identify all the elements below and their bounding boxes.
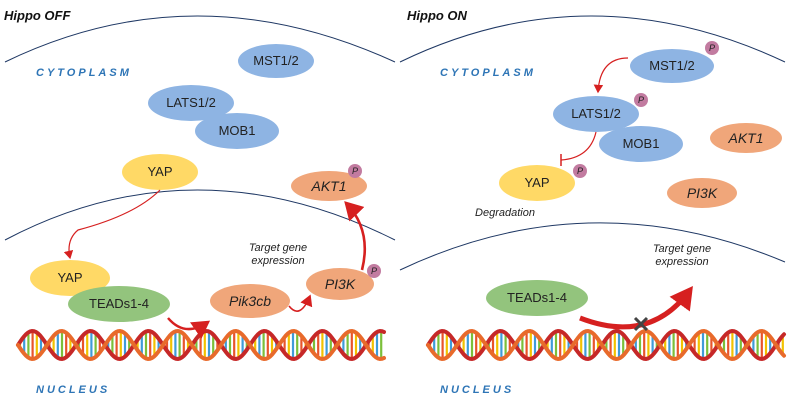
right-yap-node: YAP [499, 165, 575, 201]
left-nuclear-membrane [4, 189, 396, 241]
right-lats-inhibits-yap [560, 131, 597, 161]
left-pik3cb-label: Pik3cb [229, 293, 271, 309]
left-pi3k-phospho-icon: P [367, 264, 381, 278]
right-lats-node: LATS1/2 [553, 96, 639, 132]
left-target-gene-line1: Target gene [249, 242, 307, 254]
left-cytoplasm-label: CYTOPLASM [36, 67, 132, 79]
left-yap-cyto-label: YAP [147, 164, 172, 179]
left-target-gene-line2: expression [251, 255, 304, 267]
left-pi3k-to-akt-arrow [344, 201, 366, 271]
right-lats-label: LATS1/2 [571, 106, 621, 121]
right-mst-to-lats-arrow [593, 57, 629, 94]
left-pik3cb-node: Pik3cb [210, 284, 290, 318]
left-akt-label: AKT1 [310, 178, 346, 194]
left-yap-nucleus-node: YAP [30, 260, 110, 296]
svg-text:P: P [638, 95, 644, 105]
left-teads-label: TEADs1-4 [89, 296, 149, 311]
right-mob-label: MOB1 [623, 136, 660, 151]
right-nucleus-label: NUCLEUS [440, 384, 514, 396]
right-panel-title: Hippo ON [407, 8, 468, 23]
right-teads-node: TEADs1-4 [486, 280, 588, 316]
right-akt-label: AKT1 [727, 130, 763, 146]
right-nuclear-membrane [399, 222, 786, 271]
left-lats-label: LATS1/2 [166, 95, 216, 110]
right-lats-phospho-icon: P [634, 93, 648, 107]
right-panel: Hippo ON CYTOPLASM NUCLEUS MST1/2 P LATS… [399, 8, 786, 396]
left-yap-translocation-arrow [63, 189, 161, 260]
right-teads-label: TEADs1-4 [507, 290, 567, 305]
svg-text:P: P [577, 166, 583, 176]
right-target-gene-line2: expression [655, 256, 708, 268]
svg-text:P: P [371, 266, 377, 276]
left-mst-node: MST1/2 [238, 44, 314, 78]
left-pik3cb-to-pi3k-arrow [288, 294, 313, 312]
right-block-cross-icon [633, 316, 649, 332]
left-teads-to-pik3cb-arrow [167, 317, 211, 339]
left-lats-node: LATS1/2 [148, 85, 234, 121]
right-cell-membrane [399, 15, 786, 63]
right-akt-node: AKT1 [710, 123, 782, 153]
left-dna-helix [16, 328, 386, 362]
left-yap-nucleus-label: YAP [57, 270, 82, 285]
left-mob-node: MOB1 [195, 113, 279, 149]
left-cell-membrane [4, 15, 396, 63]
right-cytoplasm-label: CYTOPLASM [440, 67, 536, 79]
svg-text:P: P [709, 43, 715, 53]
right-mst-phospho-icon: P [705, 41, 719, 55]
svg-text:P: P [352, 166, 358, 176]
left-panel: Hippo OFF CYTOPLASM NUCLEUS MST1/2 LATS1… [4, 8, 396, 396]
right-degradation-note: Degradation [475, 207, 535, 219]
left-akt-node: AKT1 [291, 171, 367, 201]
right-pi3k-label: PI3K [687, 185, 718, 201]
left-pi3k-label: PI3K [325, 276, 356, 292]
left-mst-label: MST1/2 [253, 53, 299, 68]
left-teads-node: TEADs1-4 [68, 286, 170, 322]
right-target-gene-line1: Target gene [653, 243, 711, 255]
right-mob-node: MOB1 [599, 126, 683, 162]
left-akt-phospho-icon: P [348, 164, 362, 178]
right-mst-node: MST1/2 [630, 49, 714, 83]
left-panel-title: Hippo OFF [4, 8, 71, 23]
left-nucleus-label: NUCLEUS [36, 384, 110, 396]
left-pi3k-node: PI3K [306, 268, 374, 300]
right-dna-helix [426, 328, 786, 362]
right-yap-phospho-icon: P [573, 164, 587, 178]
right-pi3k-node: PI3K [667, 178, 737, 208]
right-blocked-expression-arrow [579, 285, 693, 330]
left-mob-label: MOB1 [219, 123, 256, 138]
right-mst-label: MST1/2 [649, 58, 695, 73]
left-yap-cyto-node: YAP [122, 154, 198, 190]
right-yap-label: YAP [524, 175, 549, 190]
